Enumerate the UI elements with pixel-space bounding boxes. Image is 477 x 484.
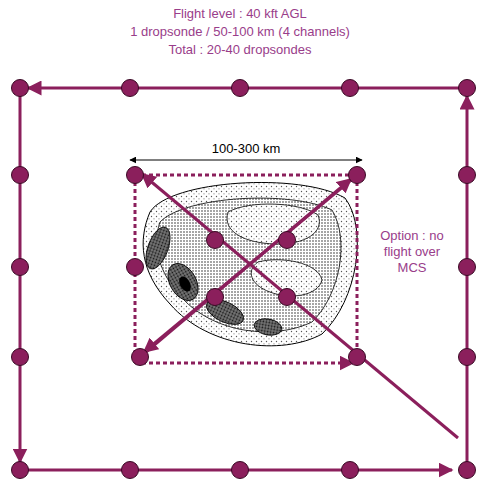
dropsonde-spacing-note: 1 dropsonde / 50-100 km (4 channels) [80, 24, 400, 40]
dropsonde-point [459, 259, 476, 276]
dimension-label: 100-300 km [209, 141, 284, 157]
flight-track [142, 174, 458, 438]
dropsonde-point [279, 232, 296, 249]
dropsonde-point [279, 289, 296, 306]
dimension-arrow [130, 160, 362, 161]
dropsonde-point [12, 80, 29, 97]
dropsonde-point [342, 462, 359, 479]
flight-track [135, 362, 353, 365]
flight-level-note: Flight level : 40 kft AGL [90, 6, 390, 22]
flight-track [135, 174, 357, 177]
flight-track [144, 175, 357, 352]
dropsonde-point [127, 167, 144, 184]
flight-track [466, 96, 469, 470]
option-note: Option : no flight over MCS [376, 228, 448, 276]
dropsonde-point [232, 462, 249, 479]
dropsonde-point [349, 349, 366, 366]
dropsonde-point [207, 232, 224, 249]
dropsonde-point [12, 259, 29, 276]
dropsonde-point [232, 80, 249, 97]
dropsonde-point [12, 167, 29, 184]
dropsonde-point [459, 349, 476, 366]
dropsonde-point [459, 80, 476, 97]
dropsonde-point [459, 462, 476, 479]
dropsonde-point [132, 349, 149, 366]
dropsonde-point [127, 259, 144, 276]
dropsonde-point [122, 462, 139, 479]
flight-track [356, 175, 359, 357]
dropsonde-point [122, 80, 139, 97]
dropsonde-point [12, 349, 29, 366]
dropsonde-point [459, 167, 476, 184]
dropsonde-point [342, 80, 359, 97]
dropsonde-point [207, 289, 224, 306]
dropsonde-point [349, 167, 366, 184]
dropsonde-point [12, 462, 29, 479]
dropsonde-total-note: Total : 20-40 dropsondes [90, 42, 390, 58]
